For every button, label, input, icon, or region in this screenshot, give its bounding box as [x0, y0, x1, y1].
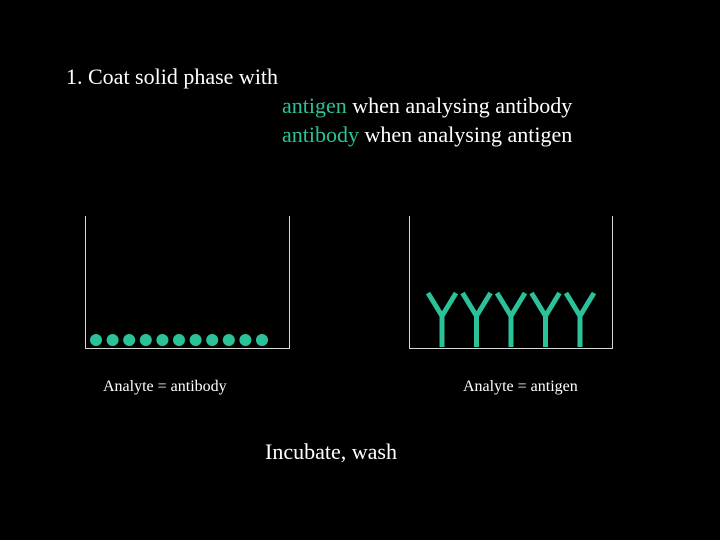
next-step-text: Incubate, wash [265, 439, 397, 464]
step-title: 1. Coat solid phase with [66, 64, 279, 89]
highlight-antigen: antigen [282, 93, 347, 118]
option-text: when analysing antigen [359, 122, 573, 147]
well-antigen-coated [85, 216, 290, 349]
option-text: when analysing antibody [346, 93, 573, 118]
coating-option-antigen: antigen when analysing antibody [282, 93, 572, 119]
well-label-left: Analyte = antibody [103, 378, 227, 395]
well-label-right: Analyte = antigen [463, 378, 578, 395]
highlight-antibody: antibody [282, 122, 359, 147]
coating-option-antibody: antibody when analysing antigen [282, 122, 572, 148]
well-antibody-coated [409, 216, 613, 349]
